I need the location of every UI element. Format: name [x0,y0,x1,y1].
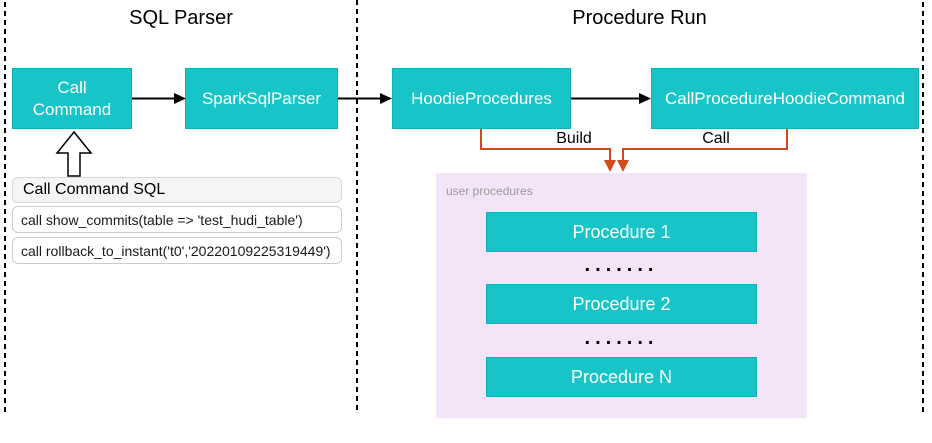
arrowhead-right-icon [380,93,392,104]
right-dashed-divider [922,2,924,413]
arrowhead-down-icon [604,160,616,172]
node-procedure-n: Procedure N [486,357,757,397]
up-block-arrow-icon [55,130,93,177]
build-edge-label: Build [556,130,592,147]
node-procedure-2: Procedure 2 [486,284,757,324]
sql-panel-header: Call Command SQL [12,177,342,203]
user-procedures-panel-label: user procedures [446,184,533,198]
middle-dashed-divider [356,0,358,413]
ellipsis-row: ....... [584,254,659,276]
node-hoodie-procedures-label: HoodieProcedures [411,88,552,108]
left-dashed-divider [4,2,6,413]
sql-panel-row: call show_commits(table => 'test_hudi_ta… [12,206,342,233]
node-spark-sql-parser-label: SparkSqlParser [201,88,322,108]
arrowhead-down-icon [617,160,629,172]
node-procedure-1: Procedure 1 [486,212,757,252]
node-call-command-label: Call Command [32,78,112,119]
call-edge-label: Call [702,130,730,147]
node-call-procedure-hoodie-command: CallProcedureHoodieCommand [651,68,919,129]
procedure-run-section-title: Procedure Run [572,7,707,29]
node-spark-sql-parser: SparkSqlParser [185,68,338,129]
node-hoodie-procedures: HoodieProcedures [392,68,571,129]
ellipsis-row: ....... [584,327,659,349]
node-call-command: Call Command [12,68,132,129]
sql-parser-section-title: SQL Parser [129,7,233,29]
node-call-procedure-hoodie-command-label: CallProcedureHoodieCommand [664,88,905,108]
sql-panel-row: call rollback_to_instant('t0','202201092… [12,237,342,264]
arrowhead-right-icon [639,93,651,104]
